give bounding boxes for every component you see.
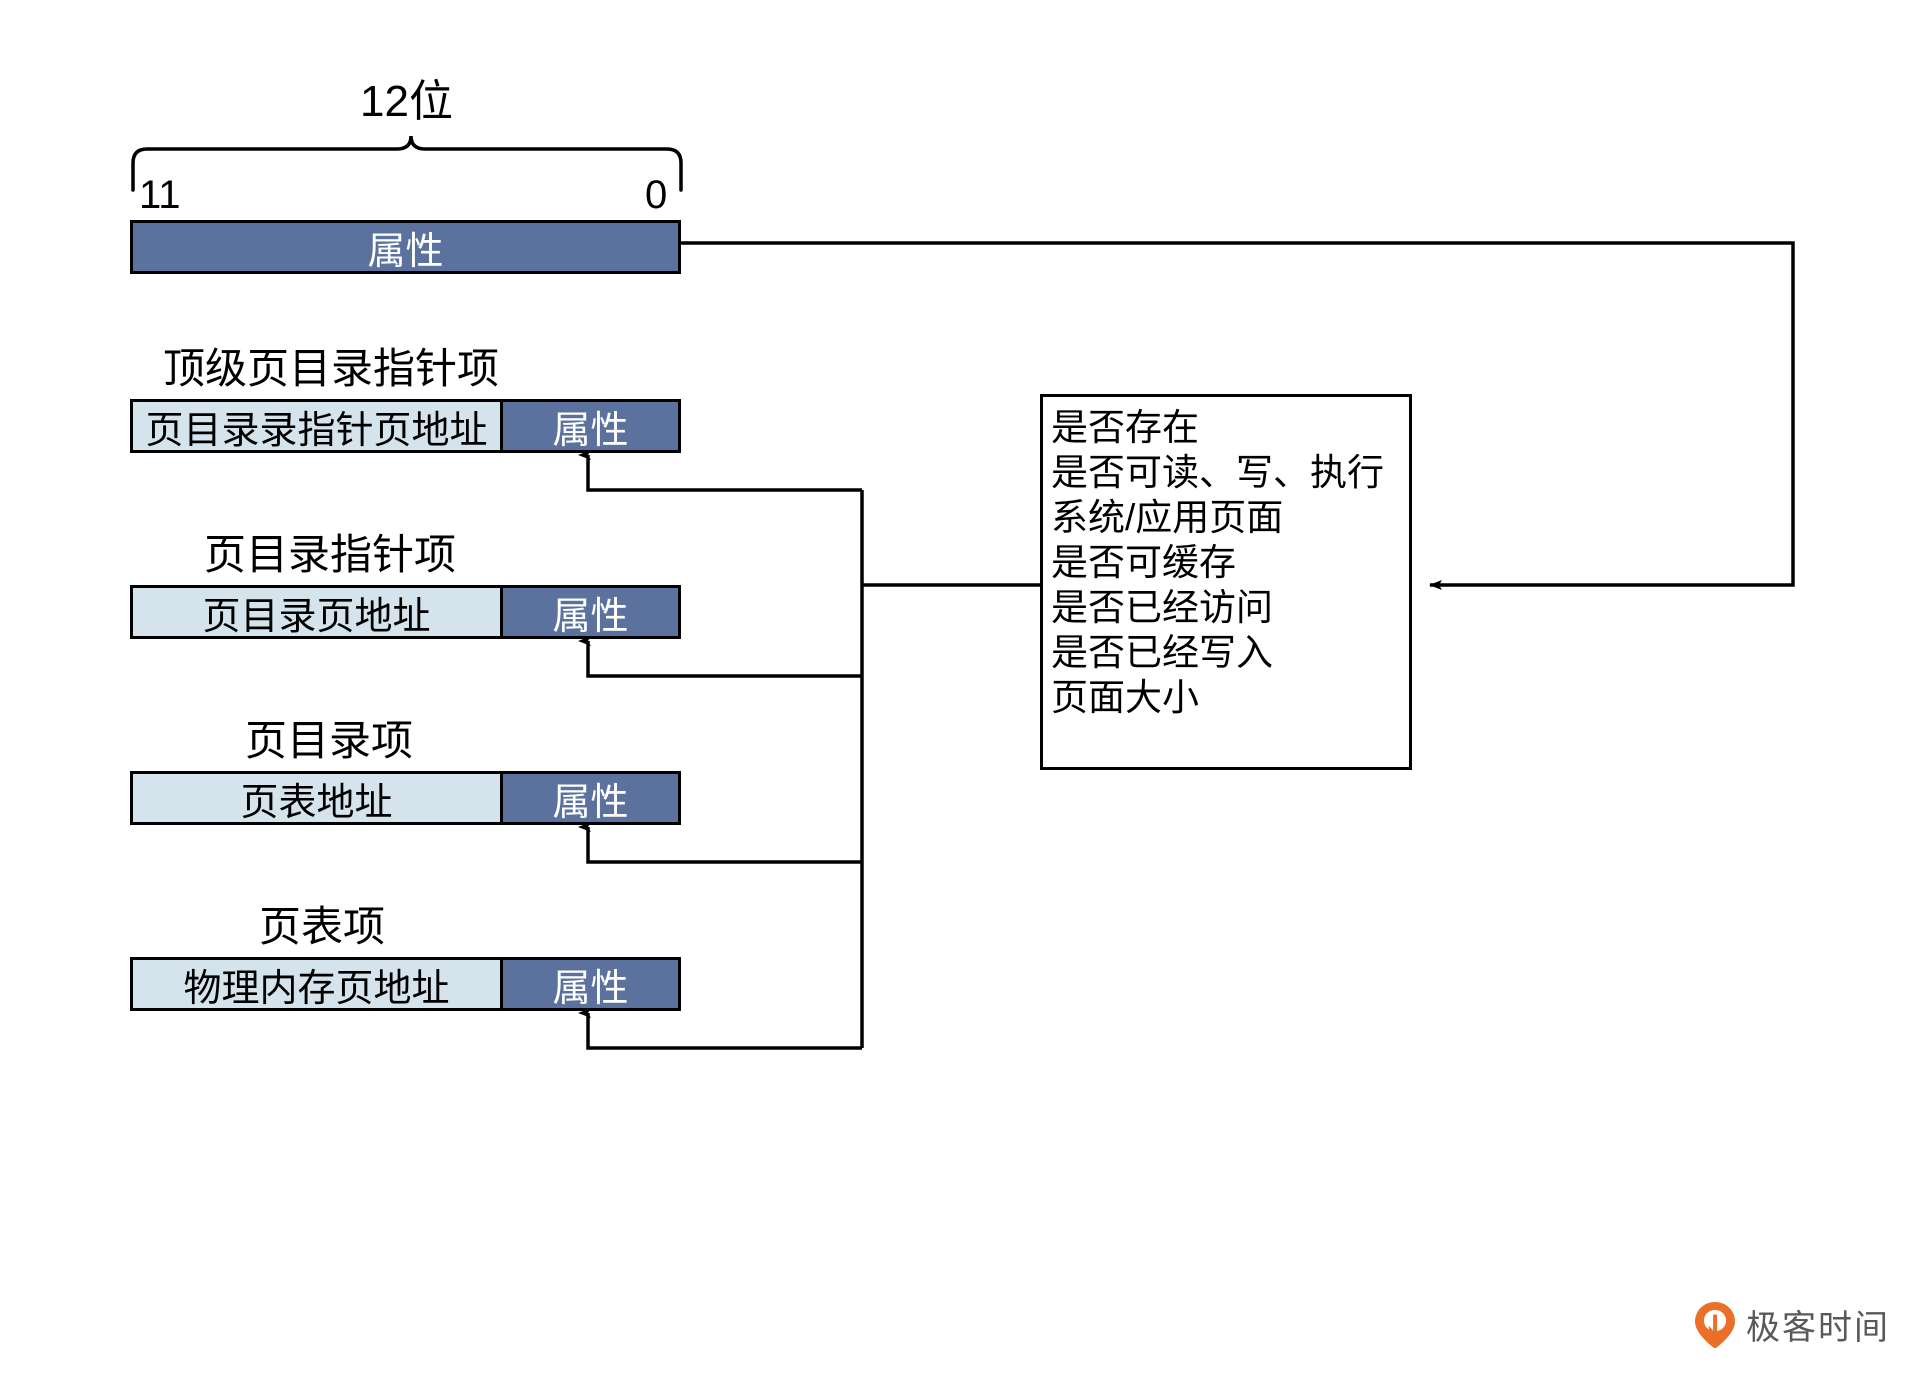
entry-title-pd: 页目录项 — [245, 717, 414, 764]
entry-title-pt: 页表项 — [259, 903, 386, 950]
entry-address-label-pdp: 页目录页地址 — [133, 588, 503, 638]
attribute-line: 是否已经写入 — [1051, 632, 1273, 673]
geektime-brand-text: 极客时间 — [1746, 1308, 1890, 1348]
attribute-field-bar[interactable]: 属性 — [130, 220, 681, 274]
attribute-details-box: 是否存在 是否可读、写、执行 系统/应用页面 是否可缓存 是否已经访问 是否已经… — [1040, 394, 1412, 770]
location-pin-icon — [1694, 1301, 1736, 1349]
entry-attr-label-top-level-pdp: 属性 — [503, 402, 678, 452]
entry-attr-label-pd: 属性 — [503, 774, 678, 824]
entry-title-pdp: 页目录指针项 — [204, 531, 457, 578]
attribute-line: 是否存在 — [1051, 407, 1199, 448]
entry-bar-pt[interactable]: 物理内存页地址 属性 — [130, 957, 681, 1011]
low-bit-label: 0 — [645, 173, 668, 217]
entry-address-label-pt: 物理内存页地址 — [133, 960, 503, 1010]
entry-address-label-top-level-pdp: 页目录录指针页地址 — [133, 402, 503, 452]
entry-attr-label-pt: 属性 — [503, 960, 678, 1010]
entry-bar-top-level-pdp[interactable]: 页目录录指针页地址 属性 — [130, 399, 681, 453]
attribute-line: 是否可缓存 — [1051, 542, 1236, 583]
entry-attr-label-pdp: 属性 — [503, 588, 678, 638]
attribute-line: 是否已经访问 — [1051, 587, 1273, 628]
high-bit-label: 11 — [139, 173, 181, 217]
entry-bar-pdp[interactable]: 页目录页地址 属性 — [130, 585, 681, 639]
attribute-line: 是否可读、写、执行 — [1051, 452, 1384, 493]
entry-address-label-pd: 页表地址 — [133, 774, 503, 824]
bit-width-label: 12位 — [360, 77, 453, 126]
attribute-field-label: 属性 — [133, 223, 678, 273]
entry-title-top-level-pdp: 顶级页目录指针项 — [163, 345, 500, 392]
attribute-line: 页面大小 — [1051, 677, 1199, 718]
entry-bar-pd[interactable]: 页表地址 属性 — [130, 771, 681, 825]
geektime-watermark: 极客时间 — [1694, 1300, 1890, 1349]
attribute-line: 系统/应用页面 — [1051, 497, 1284, 538]
